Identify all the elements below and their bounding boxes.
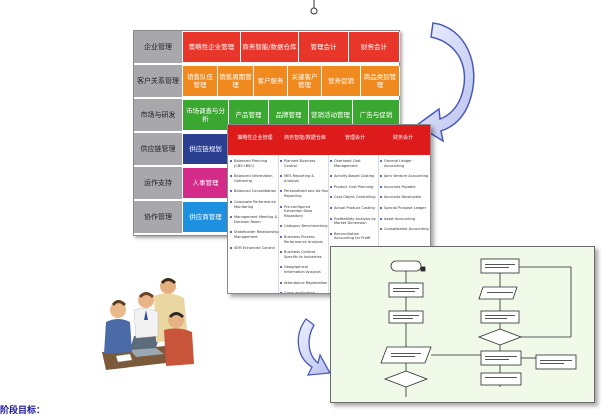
flow-process-node	[480, 310, 520, 324]
grid-cell: 销售队伍管理	[183, 66, 218, 96]
flow-process-node	[388, 282, 424, 298]
flow-process-node	[388, 310, 424, 324]
grid-cell: 商品类别管理	[361, 66, 400, 96]
pin-icon	[310, 0, 318, 15]
indicator-table-header: 策略性企业管理 商务智能/数据仓库 管理会计 财务会计	[228, 125, 430, 155]
grid-cell: 管理会计	[299, 32, 349, 62]
process-flowchart	[330, 246, 595, 403]
grid-cell: 市场调查与分析	[183, 100, 229, 130]
indicator-item: Corporate Performance Monitoring	[230, 200, 279, 209]
indicator-item: Cost Object Controlling	[330, 195, 379, 200]
indicator-item: Joint Venture Accounting	[380, 174, 429, 179]
flow-process-node	[535, 354, 577, 370]
indicator-item: Pre-configured Extraction Data Repositor…	[280, 205, 329, 219]
indicator-item: Asset Accounting	[380, 217, 429, 222]
indicator-item: Geographical Information Analysis	[280, 265, 329, 274]
kpi-header-1: 策略性企业管理	[237, 135, 273, 141]
indicator-item: Profitability Analysis by Market Dimensi…	[330, 217, 379, 226]
curved-arrow-left-icon	[297, 318, 332, 376]
flow-decision-node	[477, 328, 523, 346]
indicator-item: Category Benchmarking	[280, 224, 329, 229]
grid-cell: 客户服务	[254, 66, 288, 96]
flow-process-node	[480, 350, 522, 366]
indicator-item: MES Reporting & Analysis	[280, 174, 329, 183]
kpi-column-1: Balanced Planning (CBS+BSC) Balanced Info…	[230, 159, 279, 256]
grid-cell: 供应商管理	[183, 202, 229, 232]
grid-row: 客户关系管理销售队伍管理销售周期管理客户服务关键客户管理营务促销商品类别管理	[134, 65, 400, 98]
kpi-header-4: 财务会计	[392, 135, 413, 141]
indicator-item: Attendance Registration	[280, 281, 329, 286]
stage-goal-caption: 阶段目标：	[0, 406, 46, 416]
indicator-item: Personalized and Ad Hoc Reporting	[280, 189, 329, 198]
grid-row: 供应链管理供应链规划	[134, 133, 399, 166]
flow-start-node	[390, 260, 422, 272]
grid-row-label: 市场与研发	[134, 99, 182, 132]
indicator-item: Product Cost Planning	[330, 185, 379, 190]
grid-row-label: 协作管理	[134, 201, 182, 234]
kpi-header-2: 商务智能/数据仓库	[284, 135, 326, 141]
grid-cell: 财务会计	[349, 32, 400, 62]
grid-row: 企业管理策略性企业管理商务智能/数据仓库管理会计财务会计	[134, 31, 400, 64]
indicator-item: Business Process Performance Analysis	[280, 235, 329, 244]
grid-row-label: 供应链管理	[134, 133, 182, 166]
indicator-item: Reconciliation Accounting for Profit	[330, 232, 379, 241]
indicator-item: Stakeholder Relationship Management	[230, 230, 279, 239]
indicator-item: General Ledger Accounting	[380, 159, 429, 168]
indicator-item: Balanced Information Gathering	[230, 174, 279, 183]
kpi-header-3: 管理会计	[344, 135, 365, 141]
grid-cell: 供应链规划	[183, 134, 229, 164]
flow-decision-node	[383, 370, 429, 388]
indicator-table: 策略性企业管理 商务智能/数据仓库 管理会计 财务会计 Balanced Pla…	[227, 124, 431, 294]
flowchart-drawing	[380, 258, 577, 397]
grid-cell: 人事管理	[183, 168, 229, 198]
grid-row-label: 客户关系管理	[134, 65, 182, 98]
indicator-item: Accounts Receivable	[380, 195, 429, 200]
grid-cell: 销售周期管理	[218, 66, 254, 96]
indicator-item: Consolidated Accounting	[380, 227, 429, 232]
indicator-item: Business Content Specific to Industries	[280, 250, 329, 259]
grid-row: 协作管理供应商管理	[134, 201, 399, 234]
indicator-item: Cross-application Reporting	[280, 291, 329, 293]
grid-row: 运作支持人事管理	[134, 167, 399, 200]
grid-cell: 关键客户管理	[288, 66, 322, 96]
indicator-item: Balanced Planning (CBS+BSC)	[230, 159, 279, 168]
grid-row-label: 运作支持	[134, 167, 182, 200]
indicator-item: Special Purpose Ledger	[380, 206, 429, 211]
indicator-item: Planned Business Control	[280, 159, 329, 168]
grid-cell: 商务智能/数据仓库	[241, 32, 299, 62]
indicator-item: Actual Product Costing	[330, 206, 379, 211]
grid-cell: 营务促销	[322, 66, 361, 96]
indicator-item: Accounts Payable	[380, 185, 429, 190]
indicator-item: SEM Enhanced Control	[230, 246, 279, 251]
flow-process-node	[480, 258, 520, 274]
flow-process-node	[480, 372, 522, 386]
grid-cell: 策略性企业管理	[183, 32, 241, 62]
grid-row-label: 企业管理	[134, 31, 182, 64]
team-meeting-illustration	[102, 278, 194, 370]
indicator-item: Activity-Based Costing	[330, 174, 379, 179]
indicator-item: Overhead Cost Management	[330, 159, 379, 168]
indicator-item: Balanced Consolidation	[230, 189, 279, 194]
business-process-grid: 企业管理策略性企业管理商务智能/数据仓库管理会计财务会计客户关系管理销售队伍管理…	[133, 30, 400, 236]
flow-io-node	[380, 346, 432, 364]
indicator-item: Management Meeting & Decision Room	[230, 215, 279, 224]
